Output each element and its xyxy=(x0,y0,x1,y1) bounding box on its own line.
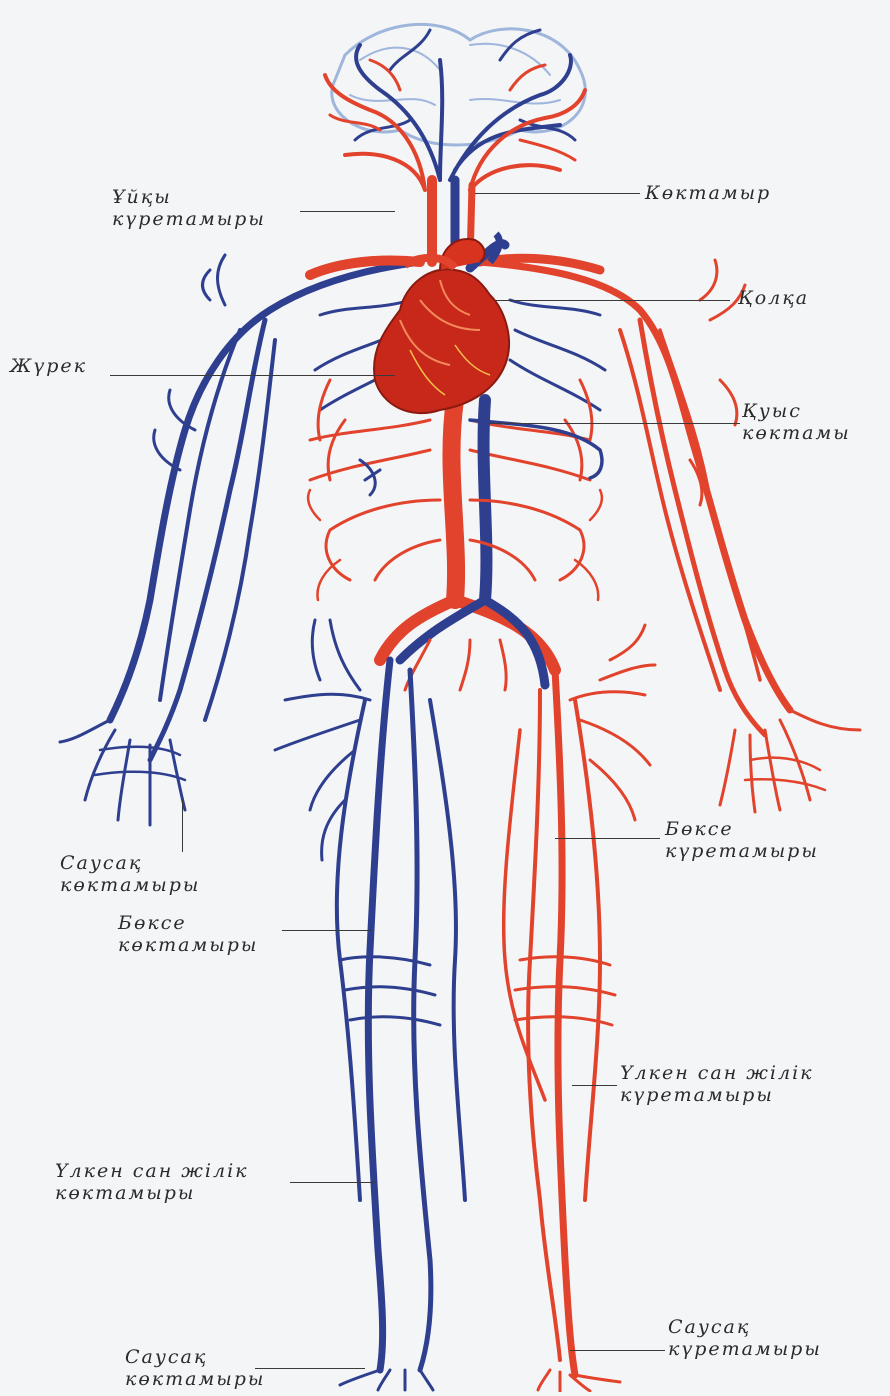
leader-femoral-artery xyxy=(572,1085,617,1086)
label-femoral-artery-line2: күретамыры xyxy=(620,1084,814,1106)
leader-toe-artery xyxy=(570,1350,665,1351)
label-heart-line1: Жүрек xyxy=(10,355,87,377)
label-femoral-artery-line1: Үлкен сан жілік xyxy=(620,1062,814,1084)
right-arm-arteries xyxy=(480,260,860,812)
leader-hip-vein xyxy=(282,930,372,931)
head-vessels xyxy=(325,24,585,190)
leader-finger-vein-hand xyxy=(182,800,183,852)
label-carotid-line2: күретамыры xyxy=(112,208,266,230)
label-femoral-vein-line2: көктамыры xyxy=(55,1182,249,1204)
label-carotid-line1: Ұйқы xyxy=(112,186,266,208)
label-vein-line1: Көктамыр xyxy=(645,182,771,204)
label-toe-artery-line2: күретамыры xyxy=(668,1338,822,1360)
label-vena-cava: Қуыс көктамы xyxy=(742,400,851,444)
right-leg-arteries xyxy=(504,625,655,1391)
label-femoral-vein-line1: Үлкен сан жілік xyxy=(55,1160,249,1182)
label-hip-vein-line2: көктамыры xyxy=(118,934,258,956)
label-aorta: Қолқа xyxy=(738,287,809,309)
pelvis-vessels xyxy=(380,600,555,690)
label-finger-vein-hand-line1: Саусақ xyxy=(60,852,200,874)
label-hip-artery-line2: күретамыры xyxy=(665,840,819,862)
label-carotid-artery: Ұйқы күретамыры xyxy=(112,186,266,230)
leader-femoral-vein xyxy=(290,1182,375,1183)
label-heart: Жүрек xyxy=(10,355,87,377)
label-toe-vein-line1: Саусақ xyxy=(125,1346,265,1368)
left-arm-veins xyxy=(60,255,420,825)
label-hip-vein: Бөксе көктамыры xyxy=(118,912,258,956)
label-finger-vein-hand: Саусақ көктамыры xyxy=(60,852,200,896)
label-femoral-vein: Үлкен сан жілік көктамыры xyxy=(55,1160,249,1204)
label-hip-artery: Бөксе күретамыры xyxy=(665,818,819,862)
leader-toe-vein xyxy=(255,1368,365,1369)
label-toe-artery-line1: Саусақ xyxy=(668,1316,822,1338)
label-hip-vein-line1: Бөксе xyxy=(118,912,258,934)
leader-vein xyxy=(475,193,640,194)
label-vena-cava-line1: Қуыс xyxy=(742,400,851,422)
leader-aorta xyxy=(495,300,730,301)
label-vein: Көктамыр xyxy=(645,182,771,204)
label-vena-cava-line2: көктамы xyxy=(742,422,851,444)
label-hip-artery-line1: Бөксе xyxy=(665,818,819,840)
label-finger-vein-hand-line2: көктамыры xyxy=(60,874,200,896)
label-toe-vein-line2: көктамыры xyxy=(125,1368,265,1390)
label-toe-vein: Саусақ көктамыры xyxy=(125,1346,265,1390)
label-femoral-artery: Үлкен сан жілік күретамыры xyxy=(620,1062,814,1106)
label-aorta-line1: Қолқа xyxy=(738,287,809,309)
leader-heart xyxy=(110,375,395,376)
leader-vena-cava xyxy=(490,423,740,424)
left-leg-veins xyxy=(275,620,465,1390)
leader-hip-artery xyxy=(555,838,660,839)
leader-carotid xyxy=(300,211,395,212)
label-toe-artery: Саусақ күретамыры xyxy=(668,1316,822,1360)
